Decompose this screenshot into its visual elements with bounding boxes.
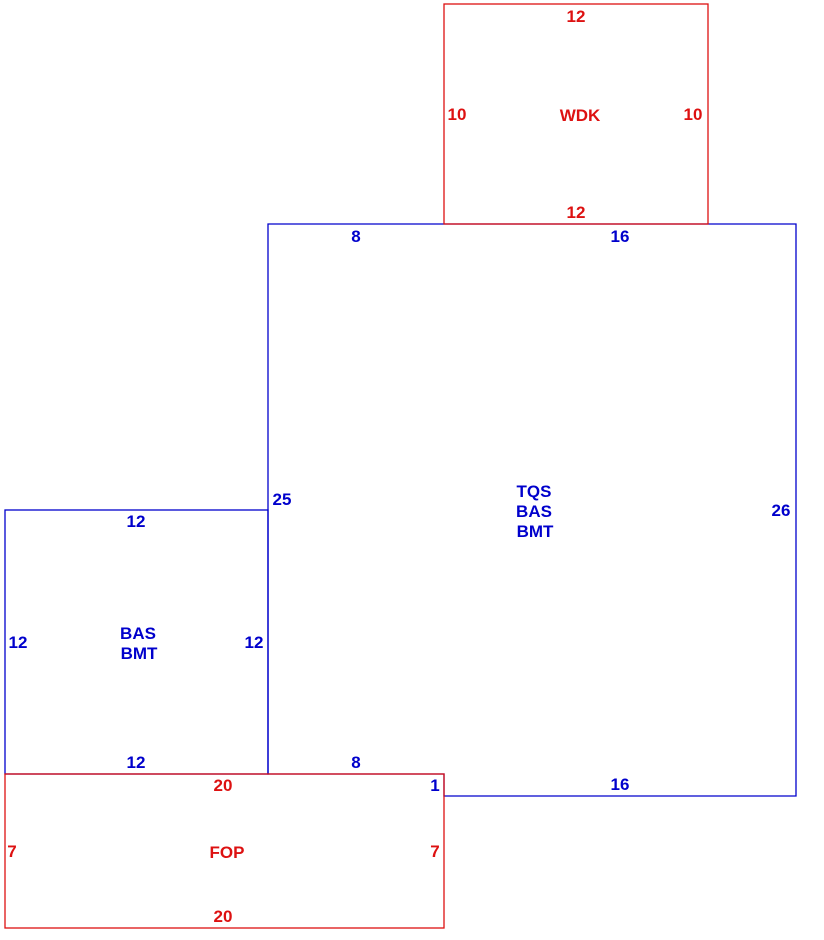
main-code-2: BAS: [516, 502, 552, 521]
side-dim-left: 12: [9, 633, 28, 652]
fop-dim-bottom: 20: [214, 907, 233, 926]
wdk-dim-bottom: 12: [567, 203, 586, 222]
side-dim-right: 12: [245, 633, 264, 652]
main-code-3: BMT: [517, 522, 554, 541]
wdk-dim-right: 10: [684, 105, 703, 124]
wdk-code: WDK: [560, 106, 601, 125]
side-code-1: BAS: [120, 624, 156, 643]
side-dim-top: 12: [127, 512, 146, 531]
wdk-dim-top: 12: [567, 7, 586, 26]
wdk-area-outline: [443, 3, 709, 225]
fop-dim-right: 7: [430, 842, 439, 861]
fop-dim-left: 7: [7, 842, 16, 861]
fop-dim-top: 20: [214, 776, 233, 795]
fop-area-outline: [4, 773, 445, 929]
main-dim-bottom-right: 16: [611, 775, 630, 794]
side-code-2: BMT: [121, 644, 158, 663]
wdk-dim-left: 10: [448, 105, 467, 124]
main-dim-left: 25: [273, 490, 292, 509]
main-dim-top-right: 16: [611, 227, 630, 246]
main-dim-bottom-left: 8: [351, 753, 360, 772]
main-dim-top-left: 8: [351, 227, 360, 246]
main-code-1: TQS: [517, 482, 552, 501]
main-dim-right: 26: [772, 501, 791, 520]
side-dim-bottom: 12: [127, 753, 146, 772]
main-dim-step: 1: [430, 776, 439, 795]
fop-code: FOP: [210, 843, 245, 862]
